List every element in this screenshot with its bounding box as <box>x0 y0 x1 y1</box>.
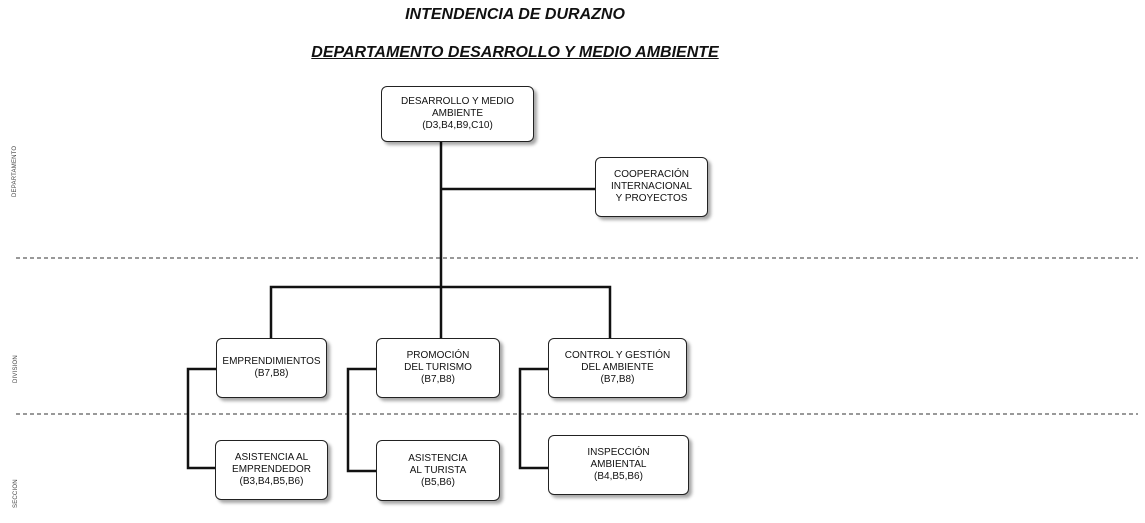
node-desarrollo-medio-ambiente: DESARROLLO Y MEDIO AMBIENTE (D3,B4,B9,C1… <box>381 86 534 142</box>
node-name: ASISTENCIA AL TURISTA <box>408 452 468 476</box>
connector-control-inspeccion <box>518 367 548 470</box>
node-name: COOPERACIÓN INTERNACIONAL Y PROYECTOS <box>610 169 693 204</box>
level-label-seccion: SECCION <box>13 479 19 508</box>
node-asistencia-emprendedor: ASISTENCIA AL EMPRENDEDOR (B3,B4,B5,B6) <box>215 440 328 500</box>
node-code: (B5,B6) <box>421 476 455 488</box>
connector-promocion-asistencia <box>346 367 376 473</box>
node-emprendimientos: EMPRENDIMIENTOS (B7,B8) <box>216 338 327 398</box>
node-cooperacion-internacional: COOPERACIÓN INTERNACIONAL Y PROYECTOS <box>595 157 708 217</box>
level-label-departamento: DEPARTAMENTO <box>12 145 18 197</box>
node-code: (B7,B8) <box>421 374 455 385</box>
node-code: (B7,B8) <box>600 374 635 385</box>
node-name: CONTROL Y GESTIÓN DEL AMBIENTE <box>564 350 671 373</box>
node-name: DESARROLLO Y MEDIO AMBIENTE <box>401 96 514 119</box>
node-name: ASISTENCIA AL EMPRENDEDOR <box>232 452 311 475</box>
node-inspeccion-ambiental: INSPECCIÓN AMBIENTAL (B4,B5,B6) <box>548 435 689 495</box>
level-label-division: DIVISION <box>13 355 19 383</box>
node-name: PROMOCIÓN DEL TURISMO <box>404 350 472 373</box>
node-code: (D3,B4,B9,C10) <box>422 120 493 131</box>
node-promocion-turismo: PROMOCIÓN DEL TURISMO (B7,B8) <box>376 338 500 398</box>
node-code: (B4,B5,B6) <box>594 471 643 482</box>
node-name: INSPECCIÓN AMBIENTAL <box>587 447 650 470</box>
page-title: INTENDENCIA DE DURAZNO <box>405 6 625 23</box>
connector-emprendimientos-asistencia <box>186 367 216 470</box>
node-asistencia-turista: ASISTENCIA AL TURISTA (B5,B6) <box>376 440 500 501</box>
node-code: (B3,B4,B5,B6) <box>239 476 304 487</box>
page-subtitle: DEPARTAMENTO DESARROLLO Y MEDIO AMBIENTE <box>311 44 719 61</box>
node-control-gestion-ambiente: CONTROL Y GESTIÓN DEL AMBIENTE (B7,B8) <box>548 338 687 398</box>
node-name: EMPRENDIMIENTOS <box>222 356 321 367</box>
node-code: (B7,B8) <box>254 368 289 379</box>
